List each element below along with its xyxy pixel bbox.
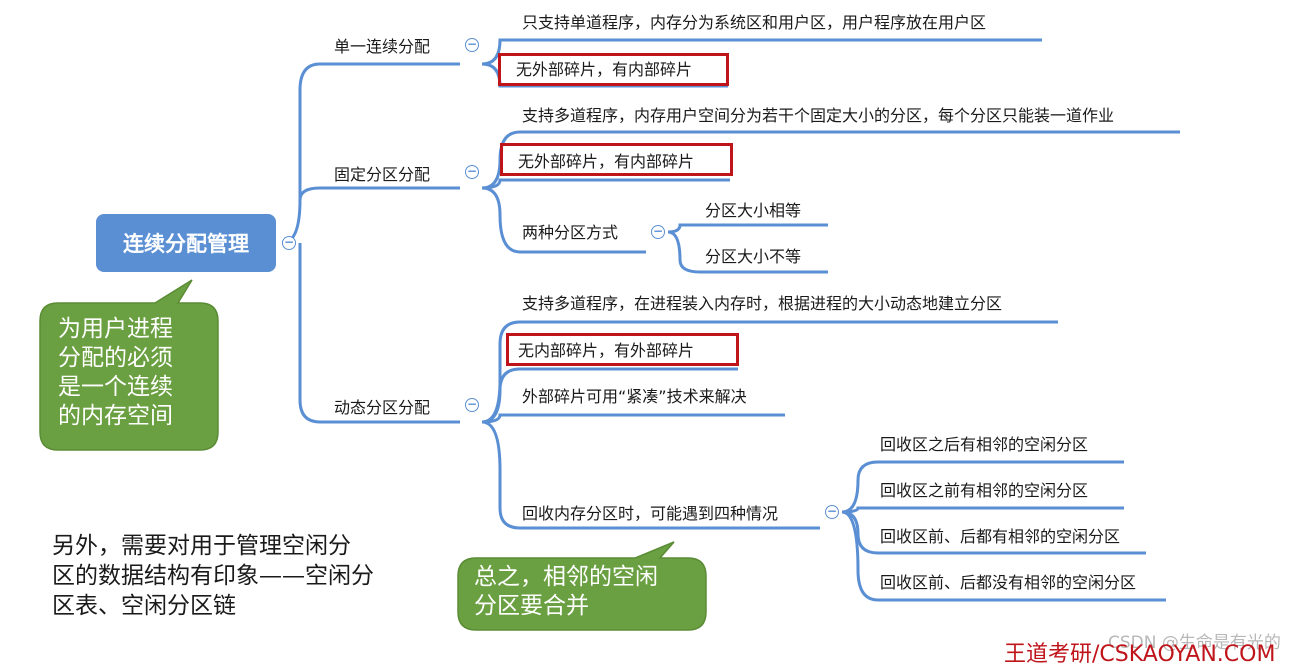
note-paragraph: 另外，需要对用于管理空闲分 区的数据结构有印象——空闲分 区表、空闲分区链: [52, 531, 374, 621]
single-item-1[interactable]: 只支持单道程序，内存分为系统区和用户区，用户程序放在用户区: [522, 13, 987, 32]
single-item-2[interactable]: 无外部碎片，有内部碎片: [516, 60, 693, 79]
fixed-sub-item-2[interactable]: 分区大小不等: [705, 247, 802, 266]
callout-bottom-line: 总之，相邻的空闲: [474, 564, 658, 590]
dynamic-sub-label[interactable]: 回收内存分区时，可能遇到四种情况: [522, 504, 779, 523]
dynamic-collapse-icon[interactable]: −: [465, 397, 479, 412]
callout-bottom-shape: [457, 541, 707, 631]
note-line: 区表、空闲分区链: [52, 593, 236, 619]
dynamic-sub-collapse-icon[interactable]: −: [825, 504, 839, 519]
dynamic-sub-item-4[interactable]: 回收区前、后都没有相邻的空闲分区: [880, 573, 1137, 592]
dynamic-item-1[interactable]: 支持多道程序，在进程装入内存时，根据进程的大小动态地建立分区: [522, 294, 1003, 313]
dynamic-item-3[interactable]: 外部碎片可用“紧凑”技术来解决: [522, 387, 747, 406]
dynamic-sub-item-3[interactable]: 回收区前、后都有相邻的空闲分区: [880, 527, 1121, 546]
callout-bottom-text: 总之，相邻的空闲 分区要合并: [474, 563, 658, 621]
fixed-item-2[interactable]: 无外部碎片，有内部碎片: [518, 152, 695, 171]
fixed-sub-collapse-icon[interactable]: −: [651, 224, 665, 239]
callout-left-line: 分配的必须: [58, 345, 173, 371]
root-node[interactable]: 连续分配管理: [96, 214, 276, 272]
branch-single-label[interactable]: 单一连续分配: [334, 37, 431, 56]
watermark: CSDN @生命是有光的: [1108, 633, 1281, 653]
branch-dynamic-label[interactable]: 动态分区分配: [334, 398, 431, 417]
note-line: 另外，需要对用于管理空闲分: [52, 533, 351, 559]
callout-left-shape: [39, 279, 219, 451]
note-line: 区的数据结构有印象——空闲分: [52, 563, 374, 589]
callout-bottom-line: 分区要合并: [474, 593, 589, 619]
highlight-box-fixed: [500, 143, 733, 176]
root-collapse-icon[interactable]: −: [282, 235, 296, 250]
dynamic-sub-item-1[interactable]: 回收区之后有相邻的空闲分区: [880, 435, 1089, 454]
highlight-box-dynamic: [506, 333, 739, 366]
callout-left-text: 为用户进程 分配的必须 是一个连续 的内存空间: [58, 315, 173, 431]
footer-brand: 王道考研/CSKAOYAN.COM: [1004, 642, 1276, 667]
fixed-sub-label[interactable]: 两种分区方式: [522, 223, 619, 242]
callout-left-line: 的内存空间: [58, 403, 173, 429]
fixed-collapse-icon[interactable]: −: [465, 164, 479, 179]
fixed-sub-item-1[interactable]: 分区大小相等: [705, 201, 802, 220]
highlight-box-single: [498, 53, 729, 86]
dynamic-item-2[interactable]: 无内部碎片，有外部碎片: [518, 341, 695, 360]
branch-fixed-label[interactable]: 固定分区分配: [334, 165, 431, 184]
callout-left-line: 是一个连续: [58, 374, 173, 400]
fixed-item-1[interactable]: 支持多道程序，内存用户空间分为若干个固定大小的分区，每个分区只能装一道作业: [522, 106, 1115, 125]
dynamic-sub-item-2[interactable]: 回收区之前有相邻的空闲分区: [880, 481, 1089, 500]
single-collapse-icon[interactable]: −: [465, 37, 479, 52]
callout-left-line: 为用户进程: [58, 316, 173, 342]
